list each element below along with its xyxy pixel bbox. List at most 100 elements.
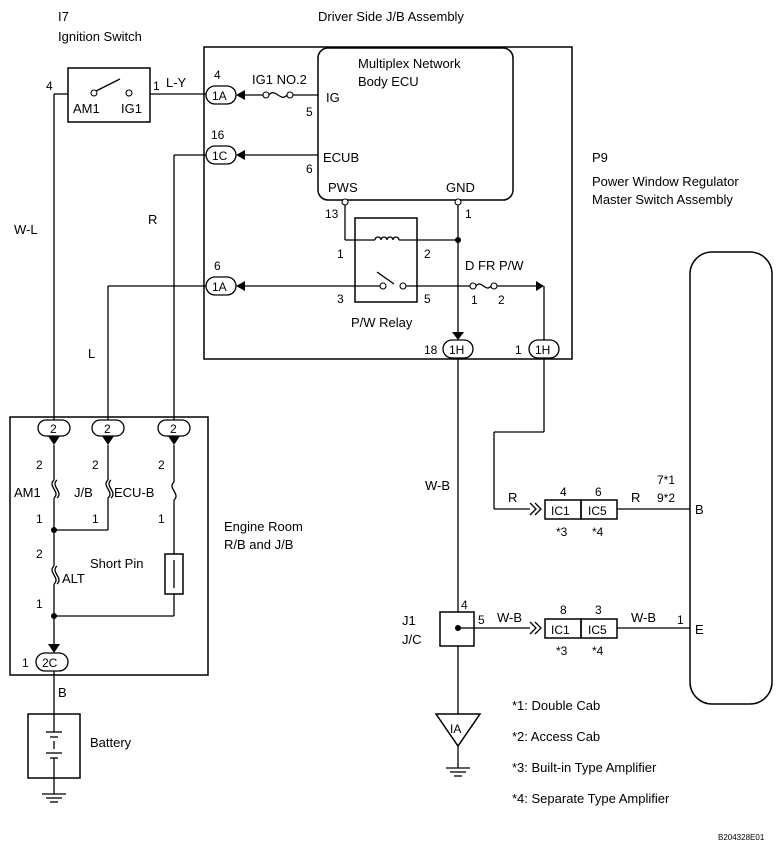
ignition-pin-1: 1 (153, 79, 160, 93)
short-pin-label: Short Pin (90, 556, 143, 571)
p9-id: P9 (592, 150, 608, 165)
fuse-dfr-pin1: 1 (471, 293, 478, 307)
ignition-switch-box (67, 67, 151, 123)
connector-2-jb: 2 (91, 419, 125, 445)
wire-label-w-b-jc: W-B (497, 610, 522, 625)
connector-1h-right: 1H 1 (515, 339, 560, 359)
connector-pin: 1 (515, 343, 522, 357)
engine-room-rb-jb-box (9, 416, 209, 676)
fuse-element (268, 92, 288, 98)
relay-box (354, 217, 418, 303)
junction-dot (455, 237, 461, 243)
note-4: *4: Separate Type Amplifier (512, 791, 670, 806)
ic1-pin: 4 (560, 485, 567, 499)
fusible-link (105, 479, 114, 499)
footnotes: *1: Double Cab *2: Access Cab *3: Built-… (512, 698, 670, 806)
connector-1h-left: 1H 18 (424, 339, 474, 359)
ic5-pin: 3 (595, 603, 602, 617)
ic5-pin: 6 (595, 485, 602, 499)
ignition-switch-name: Ignition Switch (58, 29, 142, 44)
note-3: *3: Built-in Type Amplifier (512, 760, 657, 775)
wire-label-r-to-master: R (631, 490, 640, 505)
connector-label: 1A (212, 89, 227, 103)
ecub-pin-top: 2 (158, 458, 165, 472)
am1-contact (90, 89, 98, 97)
am1-pin-bottom: 1 (36, 512, 43, 526)
ecub-fuse-label: ECU-B (114, 485, 154, 500)
connector-pin: 16 (211, 128, 225, 142)
relay-pin-5: 5 (424, 292, 431, 306)
ic1-note: *3 (556, 644, 568, 658)
fuse-ecu-b: ECU-B 2 1 (114, 445, 177, 554)
ic5-note: *4 (592, 525, 604, 539)
ecu-gnd-label: GND (446, 180, 475, 195)
p9-pin-b: B (695, 502, 704, 517)
p9-pin-e: E (695, 622, 704, 637)
connector-pin: 6 (214, 259, 221, 273)
connector-pin: 1 (22, 656, 29, 670)
ignition-switch-id: I7 (58, 9, 69, 24)
ic1-pin: 8 (560, 603, 567, 617)
right-arrow (536, 281, 544, 291)
connector-chevrons (529, 502, 542, 516)
junction-connector-j1: J1 J/C 4 5 (402, 598, 485, 647)
connector-arrow (102, 436, 114, 445)
alt-pin-bottom: 1 (36, 597, 43, 611)
ic5-note: *4 (592, 644, 604, 658)
relay-contact (399, 282, 407, 290)
connector-label: 2 (104, 422, 111, 436)
ic1-label: IC1 (551, 623, 570, 637)
fuse-dfr-label: D FR P/W (465, 258, 524, 273)
wire-label-l: L (88, 346, 95, 361)
ecu-ecub-pin: 6 (306, 162, 313, 176)
jb-pin-bottom: 1 (92, 512, 99, 526)
driver-side-jb-box (203, 46, 573, 360)
pw-relay: 1 2 3 5 P/W Relay (337, 217, 458, 330)
relay-coil (374, 236, 400, 241)
jc-pin-top: 4 (461, 598, 468, 612)
fuse-terminal (286, 91, 294, 99)
fusible-link (51, 565, 60, 585)
ic5-label: IC5 (588, 504, 607, 518)
fuse-terminal (490, 282, 498, 290)
p9-pin-e-num: 1 (677, 613, 684, 627)
p9-pin-b-num2: 9*2 (657, 491, 675, 505)
ground-ia: IA (434, 713, 482, 777)
ic-connector-top: IC1 IC5 4 6 *3 *4 (529, 485, 618, 539)
alt-fuse-label: ALT (62, 571, 85, 586)
master-switch-assembly (689, 251, 773, 705)
connector-2-ecub: 2 (157, 419, 191, 445)
wire-label-r-to-ic: R (508, 490, 517, 505)
wire-label-w-b: W-B (425, 478, 450, 493)
connector-label: 2 (50, 422, 57, 436)
ecu-ecub-label: ECUB (323, 150, 359, 165)
gnd-terminal (454, 198, 462, 206)
fuse-ig1-label: IG1 NO.2 (252, 72, 307, 87)
wire-label-b: B (58, 685, 67, 700)
fuse-d-fr-pw: D FR P/W 1 2 (465, 258, 524, 307)
am1-terminal-label: AM1 (73, 101, 100, 116)
ecu-gnd-pin: 1 (465, 207, 472, 221)
connector-chevrons (529, 621, 542, 635)
connector-2c: 2C 1 (22, 652, 69, 672)
ground-triangle (434, 713, 482, 748)
engine-room-line2: R/B and J/B (224, 537, 293, 552)
ignition-pin-4: 4 (46, 79, 53, 93)
jc-name: J/C (402, 632, 422, 647)
ic-connector-bottom: IC1 IC5 8 3 *3 *4 (529, 603, 618, 658)
note-2: *2: Access Cab (512, 729, 600, 744)
connector-label: 2C (42, 656, 58, 670)
ecu-name-line2: Body ECU (358, 74, 419, 89)
connector-1a-top: 1A 4 (205, 68, 245, 105)
fuse-terminal (469, 282, 477, 290)
connector-arrow (236, 90, 245, 100)
connector-2-am1: 2 (37, 419, 71, 445)
fusible-link (51, 479, 60, 499)
ig1-terminal-label: IG1 (121, 101, 142, 116)
ground-label: IA (450, 722, 461, 736)
ecub-pin-bottom: 1 (158, 512, 165, 526)
jc-pin-right: 5 (478, 613, 485, 627)
connector-label: 1A (212, 280, 227, 294)
jc-id: J1 (402, 613, 416, 628)
